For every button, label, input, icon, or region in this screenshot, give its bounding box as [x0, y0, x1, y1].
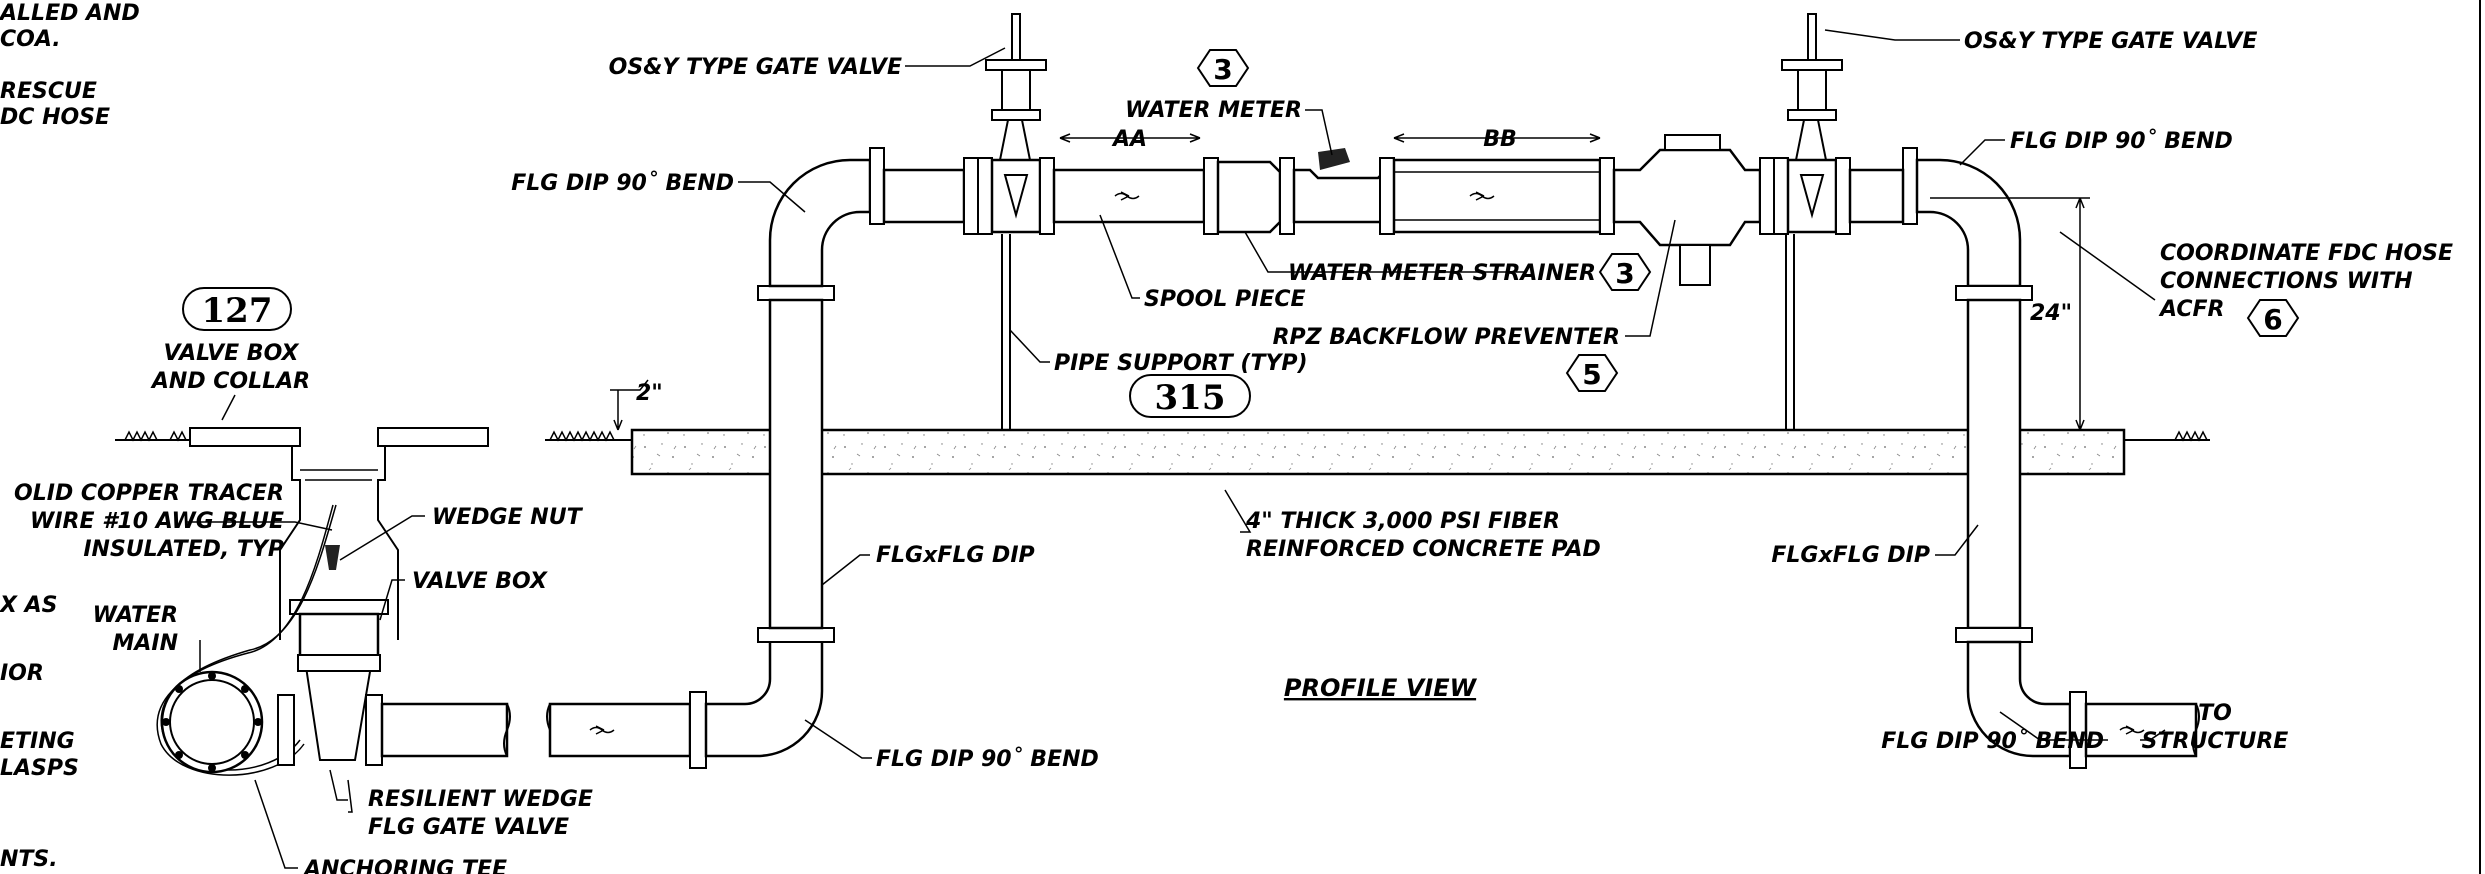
label-flg-bend-upper-left: FLG DIP 90˚ BEND [511, 170, 734, 196]
label-valve-box-collar-2: AND COLLAR [150, 369, 310, 394]
label-copper-tracer-2: WIRE #10 AWG BLUE [30, 509, 284, 534]
water-main [160, 670, 264, 774]
valve-box-detail [156, 427, 489, 776]
label-copper-tracer-1: OLID COPPER TRACER [14, 481, 284, 506]
svg-text:3: 3 [1213, 53, 1232, 86]
fragment-x-as: X AS [0, 593, 58, 618]
concrete-pad [630, 428, 2126, 476]
note-line-1: ALLED AND [0, 1, 140, 26]
label-water-main-2: MAIN [112, 631, 178, 656]
label-dim-bb: BB [1483, 127, 1517, 152]
label-resilient-wedge-1: RESILIENT WEDGE [368, 787, 593, 812]
hex-tag-rpz: 5 [1565, 354, 1619, 392]
profile-view-title: PROFILE VIEW [1284, 674, 1478, 702]
label-flgxflg-left: FLGxFLG DIP [876, 543, 1035, 568]
label-flg-bend-upper-right: FLG DIP 90˚ BEND [2010, 128, 2233, 154]
label-flg-bend-lower-right: FLG DIP 90˚ BEND [1881, 728, 2104, 754]
hex-tag-meter: 3 [1196, 49, 1250, 87]
lower-supply-pipe [277, 691, 707, 769]
label-water-main-1: WATER [93, 603, 178, 628]
svg-text:3: 3 [1615, 257, 1634, 290]
label-osy-gate-valve-left: OS&Y TYPE GATE VALVE [609, 55, 902, 80]
hex-tag-strainer: 3 [1598, 253, 1652, 291]
label-dim-2: 2" [636, 381, 663, 406]
label-valve-box: VALVE BOX [412, 569, 548, 594]
tag-315-bubble: 315 [1129, 374, 1251, 418]
label-pipe-support: PIPE SUPPORT (TYP) [1054, 351, 1308, 376]
fragment-nts: NTS. [0, 847, 58, 872]
hex-tag-fdc: 6 [2246, 299, 2300, 337]
left-riser [704, 147, 885, 758]
label-copper-tracer-3: INSULATED, TYP [83, 537, 284, 562]
svg-text:6: 6 [2263, 303, 2282, 336]
label-coordinate-fdc-3: ACFR [2158, 297, 2224, 322]
label-flg-bend-lower-left: FLG DIP 90˚ BEND [876, 746, 1099, 772]
tag-127-text: 127 [202, 291, 273, 331]
note-line-3: RESCUE [0, 79, 97, 104]
label-wedge-nut: WEDGE NUT [432, 505, 584, 530]
label-dim-24: 24" [2030, 301, 2072, 326]
label-flgxflg-right: FLGxFLG DIP [1771, 543, 1930, 568]
label-valve-box-collar-1: VALVE BOX [164, 341, 300, 366]
label-water-meter-strainer: WATER METER STRAINER [1288, 261, 1596, 286]
tag-315-text: 315 [1155, 378, 1226, 418]
svg-text:5: 5 [1582, 358, 1601, 391]
ground-line [115, 430, 2210, 442]
tag-127-bubble: 127 [182, 287, 292, 331]
label-to-structure-1: TO [2198, 701, 2232, 726]
label-rpz: RPZ BACKFLOW PREVENTER [1273, 325, 1620, 350]
label-to-structure-2: STRUCTURE [2142, 729, 2289, 754]
label-osy-gate-valve-right: OS&Y TYPE GATE VALVE [1964, 29, 2257, 54]
label-concrete-pad-1: 4" THICK 3,000 PSI FIBER [1245, 509, 1560, 534]
leader-lines [185, 29, 2166, 869]
label-concrete-pad-2: REINFORCED CONCRETE PAD [1246, 537, 1601, 562]
label-resilient-wedge-2: FLG GATE VALVE [368, 815, 569, 840]
note-line-4: DC HOSE [0, 105, 110, 130]
label-dim-aa: AA [1111, 127, 1147, 152]
right-riser [1902, 147, 2200, 769]
label-spool-piece: SPOOL PIECE [1144, 287, 1306, 312]
label-coordinate-fdc-1: COORDINATE FDC HOSE [2160, 241, 2453, 266]
fragment-eting: ETING [0, 729, 75, 754]
label-coordinate-fdc-2: CONNECTIONS WITH [2160, 269, 2413, 294]
fragment-lasps: LASPS [0, 756, 79, 781]
note-line-2: COA. [0, 27, 61, 52]
label-anchoring-tee: ANCHORING TEE [302, 857, 507, 874]
dimension-lines [610, 133, 2090, 431]
horizontal-assembly [882, 13, 1905, 430]
label-water-meter: WATER METER [1125, 98, 1302, 123]
fragment-ior: IOR [0, 661, 44, 686]
